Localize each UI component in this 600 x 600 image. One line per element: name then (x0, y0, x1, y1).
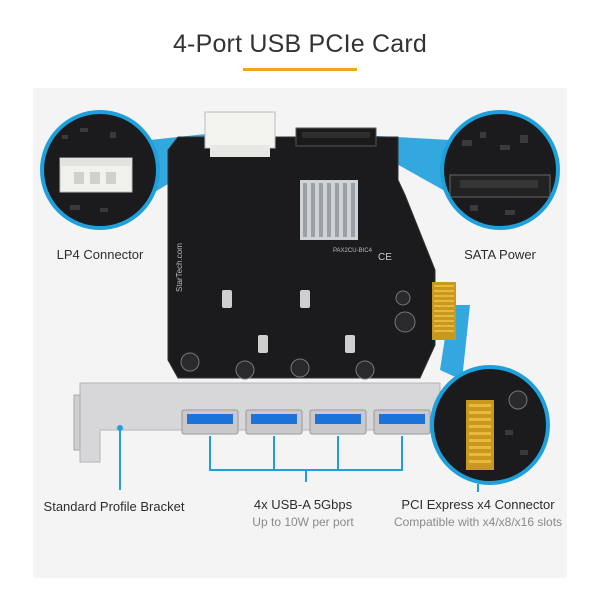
title-underline (243, 68, 357, 71)
usb-ports-label: 4x USB-A 5Gbps (253, 497, 353, 512)
lp4-connector-label: LP4 Connector (56, 247, 144, 262)
pcie-connector-sublabel: Compatible with x4/x8/x16 slots (393, 515, 563, 529)
usb-callout-lines (209, 436, 403, 482)
heatsink (300, 180, 358, 240)
usb-ports-sublabel: Up to 10W per port (252, 515, 354, 529)
bracket-callout-dot (117, 425, 123, 431)
board-model-text: PAX2CU-BIC4 (333, 248, 373, 254)
pcb-board (167, 136, 436, 379)
pcie-zoom-circle (430, 365, 550, 485)
usb-ports (181, 409, 431, 435)
lp4-connector-board (204, 111, 276, 157)
capacitors (180, 290, 416, 380)
sata-power-label: SATA Power (464, 247, 536, 262)
pcie-edge-connector (432, 282, 456, 340)
sata-connector-board (295, 127, 377, 147)
inductors (222, 290, 355, 353)
page-title: 4-Port USB PCIe Card (172, 30, 428, 58)
board-brand-text: StarTech.com (175, 243, 184, 292)
sata-zoom-circle (440, 110, 560, 230)
lp4-zoom-circle (40, 110, 160, 230)
board-ce-mark: CE (378, 252, 392, 263)
bracket-label: Standard Profile Bracket (43, 499, 185, 514)
pcie-connector-label: PCI Express x4 Connector (401, 497, 555, 512)
